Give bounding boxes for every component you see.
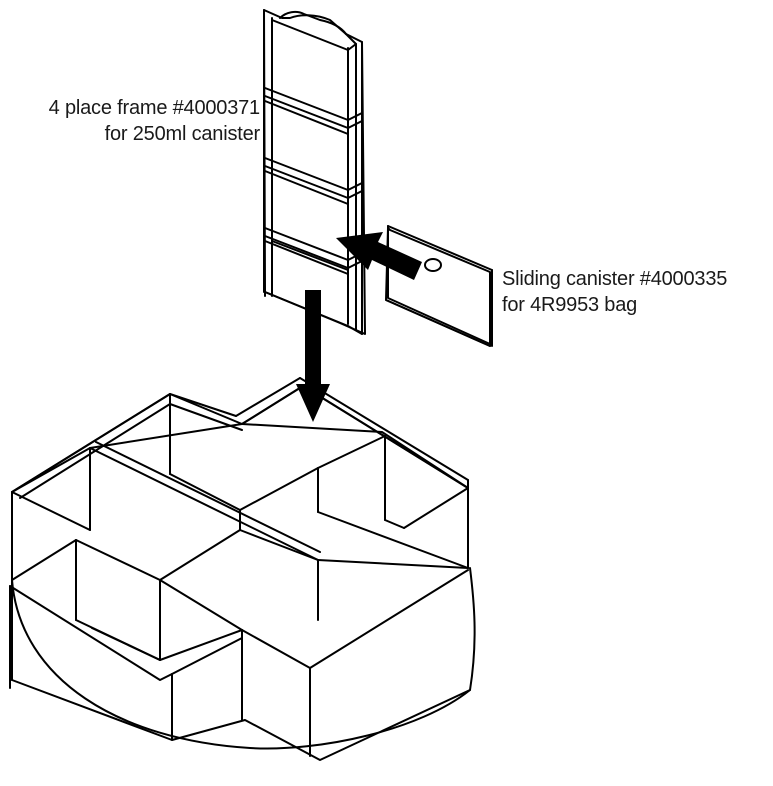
canister-callout: Sliding canister #4000335 for 4R9953 bag [502,266,727,318]
sliding-canister [385,225,493,347]
frame-4-place [263,9,366,335]
frame-callout: 4 place frame #4000371 for 250ml caniste… [48,95,261,147]
frame-callout-line-2: for 250ml canister [104,123,261,145]
arrow-down-into-basket [296,290,330,422]
canister-callout-line-2: for 4R9953 bag [502,294,638,316]
canister-callout-line-1: Sliding canister #4000335 [502,268,728,290]
basket [9,377,476,761]
frame-callout-line-1: 4 place frame #4000371 [48,97,261,119]
arrow-insert-canister [336,232,422,280]
